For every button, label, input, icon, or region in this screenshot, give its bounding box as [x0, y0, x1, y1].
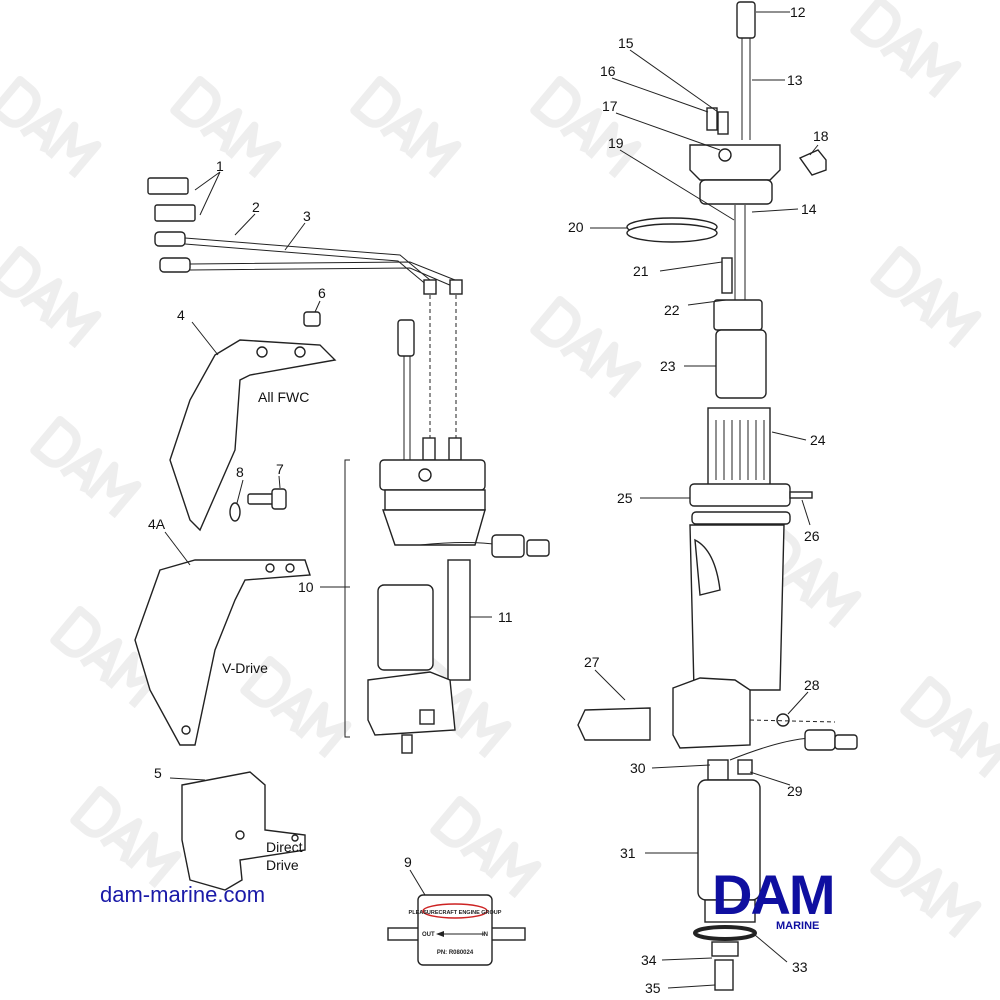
callout-25: 25 [617, 490, 633, 506]
watermark-graphic [34, 420, 137, 516]
callout-2: 2 [252, 199, 260, 215]
callout-10: 10 [298, 579, 314, 595]
watermarks [0, 0, 1000, 936]
callout-13: 13 [787, 72, 803, 88]
watermark-graphic [904, 680, 1000, 776]
logo-sub: MARINE [776, 920, 820, 932]
callout-28: 28 [804, 677, 820, 693]
note-v-drive: V-Drive [222, 660, 268, 676]
callout-8: 8 [236, 464, 244, 480]
callout-3: 3 [303, 208, 311, 224]
callout-34: 34 [641, 952, 657, 968]
note-all-fwc: All FWC [258, 389, 309, 405]
callout-1: 1 [216, 158, 224, 174]
screw-7-washer-8 [229, 488, 287, 522]
dam-marine-logo: DAM MARINE [712, 863, 892, 933]
callout-4: 4 [177, 307, 185, 323]
callout-6: 6 [318, 285, 326, 301]
callout-17: 17 [602, 98, 618, 114]
callout-33: 33 [792, 959, 808, 975]
pump-assembly-10 [344, 319, 550, 754]
watermark-graphic [854, 0, 957, 96]
watermark-graphic [534, 80, 637, 176]
leader-lines [164, 11, 819, 989]
watermark-graphic [354, 80, 457, 176]
callout-26: 26 [804, 528, 820, 544]
fuel-lines [147, 177, 463, 440]
callout-35: 35 [645, 980, 661, 996]
callout-15: 15 [618, 35, 634, 51]
callout-9: 9 [404, 854, 412, 870]
callout-18: 18 [813, 128, 829, 144]
watermark-graphic [534, 300, 637, 396]
inline-filter-9: PLEASURECRAFT ENGINE GROUP OUT IN PN: R0… [387, 894, 526, 966]
callout-21: 21 [633, 263, 649, 279]
site-url: dam-marine.com [100, 882, 266, 907]
callout-30: 30 [630, 760, 646, 776]
watermark-graphic [874, 250, 977, 346]
bracket-5 [181, 771, 306, 891]
callout-29: 29 [787, 783, 803, 799]
callout-4a: 4A [148, 516, 166, 532]
watermark-graphic [174, 80, 277, 176]
callout-16: 16 [600, 63, 616, 79]
note-direct: Direct [266, 839, 303, 855]
callout-5: 5 [154, 765, 162, 781]
watermark-graphic [0, 250, 97, 346]
bracket-4 [169, 311, 337, 532]
callout-27: 27 [584, 654, 600, 670]
watermark-graphic [434, 800, 537, 896]
callout-11: 11 [498, 609, 513, 625]
filter-brand: PLEASURECRAFT ENGINE GROUP [409, 910, 502, 916]
callout-31: 31 [620, 845, 636, 861]
callout-19: 19 [608, 135, 624, 151]
bracket-4a [134, 559, 311, 746]
note-drive: Drive [266, 857, 299, 873]
callout-14: 14 [801, 201, 817, 217]
callout-23: 23 [660, 358, 676, 374]
logo-main: DAM [712, 863, 836, 926]
watermark-graphic [74, 790, 177, 886]
exploded-pump-column [577, 1, 858, 991]
filter-in-label: IN [482, 932, 488, 938]
watermark-graphic [0, 80, 97, 176]
callouts: 1 2 3 4 6 All FWC 7 8 4A 10 11 V-Drive 5… [148, 4, 829, 996]
callout-24: 24 [810, 432, 826, 448]
filter-out-label: OUT [422, 932, 435, 938]
callout-7: 7 [276, 461, 284, 477]
callout-20: 20 [568, 219, 584, 235]
filter-part-number: PN: R080024 [437, 950, 474, 956]
callout-12: 12 [790, 4, 806, 20]
callout-22: 22 [664, 302, 680, 318]
